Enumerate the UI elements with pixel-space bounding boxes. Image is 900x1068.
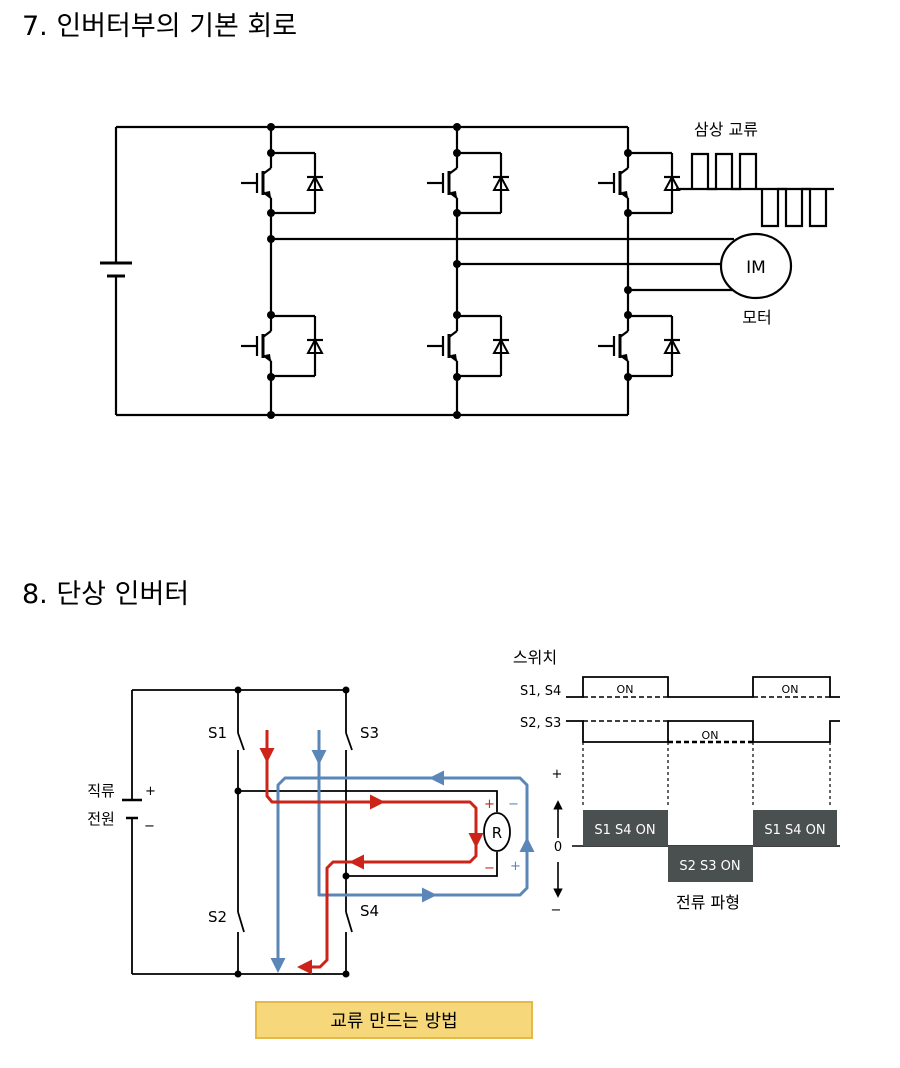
single-phase-wiring: [131, 689, 498, 975]
dc-bus-wiring: [114, 125, 734, 417]
axis-zero-label: 0: [554, 840, 562, 855]
load-minus-blue: −: [508, 797, 519, 812]
axis-minus-label: −: [551, 903, 562, 918]
load-resistor-symbol: [483, 812, 511, 852]
current-waveform-label: 전류 파형: [676, 893, 740, 912]
single-phase-junctions: [234, 686, 350, 978]
junction-dots: [267, 123, 632, 419]
timing-label-s1s4: S1, S4: [520, 684, 561, 699]
switch-s1-label: S1: [208, 724, 227, 742]
axis-plus-label: +: [552, 767, 563, 782]
current-bar-positive-2: [753, 810, 837, 846]
current-bar-label-s1s4-2: S1 S4 ON: [764, 823, 825, 838]
caption-text: 교류 만드는 방법: [330, 1011, 458, 1032]
switch-s3-label: S3: [360, 724, 379, 742]
switch-s4-label: S4: [360, 902, 379, 920]
section-title-inverter-basic-circuit: 7. 인버터부의 기본 회로: [22, 11, 298, 42]
timing-label-s2s3: S2, S3: [520, 716, 561, 731]
dc-source-symbol: [122, 798, 142, 820]
dc-plus-sign: +: [145, 784, 156, 799]
current-bar-label-s1s4-1: S1 S4 ON: [594, 823, 655, 838]
motor-symbol: [719, 232, 793, 300]
current-bar-negative: [668, 846, 753, 882]
load-minus-red: −: [484, 861, 495, 876]
switch-timing-title: 스위치: [513, 648, 557, 667]
three-phase-ac-label: 삼상 교류: [694, 120, 758, 139]
section-title-single-phase-inverter: 8. 단상 인버터: [22, 579, 190, 610]
motor-label: 모터: [742, 308, 771, 327]
current-bar-positive-1: [583, 810, 668, 846]
dc-minus-sign: −: [144, 819, 155, 834]
timing-on-label-1: ON: [617, 683, 634, 696]
current-bar-label-s2s3: S2 S3 ON: [679, 859, 740, 874]
timing-on-label-3: ON: [702, 729, 719, 742]
red-current-path: [259, 730, 484, 975]
blue-current-path: [270, 730, 535, 973]
switch-s2-label: S2: [208, 908, 227, 926]
load-plus-red: +: [484, 797, 495, 812]
caption-box: 교류 만드는 방법: [255, 1001, 533, 1039]
switch-blades: [237, 732, 353, 933]
dc-source-label-line1: 직류: [87, 782, 115, 800]
dc-source-label-line2: 전원: [87, 810, 115, 828]
load-plus-blue: +: [510, 859, 521, 874]
motor-im-label: IM: [746, 258, 766, 278]
timing-on-label-2: ON: [782, 683, 799, 696]
load-resistor-label: R: [492, 824, 502, 842]
dc-battery-symbol: [100, 261, 132, 278]
pwm-waveform: [676, 152, 834, 228]
